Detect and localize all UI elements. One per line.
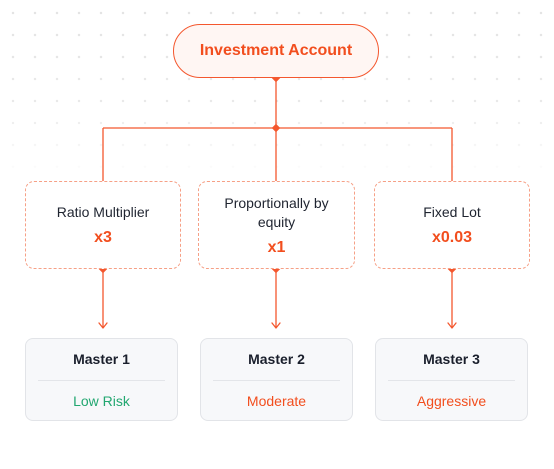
master-3-card: Master 3 Aggressive [375,338,528,421]
arrowhead-icon-3 [447,322,457,329]
proportional-equity-card: Proportionally by equity x1 [198,181,355,269]
method-label: Ratio Multiplier [56,204,150,220]
risk-label-aggressive: Aggressive [416,393,487,409]
method-label: Proportionally by equity [224,194,329,230]
master-name: Master 1 [73,351,130,367]
master-1-card: Master 1 Low Risk [25,338,178,421]
method-value: x3 [94,229,112,246]
method-value: x0.03 [431,229,473,246]
fixed-lot-card: Fixed Lot x0.03 [374,181,530,269]
arrowhead-icon-1 [98,322,108,329]
arrowhead-icon-2 [271,322,281,329]
divider [213,380,340,381]
method-label: Fixed Lot [423,204,481,220]
master-name: Master 2 [248,351,305,367]
risk-label-moderate: Moderate [246,393,307,409]
master-name: Master 3 [423,351,480,367]
risk-label-low: Low Risk [73,393,130,409]
method-value: x1 [267,238,286,256]
ratio-multiplier-card: Ratio Multiplier x3 [25,181,181,269]
investment-account-node: Investment Account [173,24,379,78]
junction-diamond-branch [271,123,281,133]
divider [388,380,515,381]
divider [38,380,165,381]
investment-account-label: Investment Account [199,42,353,59]
master-2-card: Master 2 Moderate [200,338,353,421]
